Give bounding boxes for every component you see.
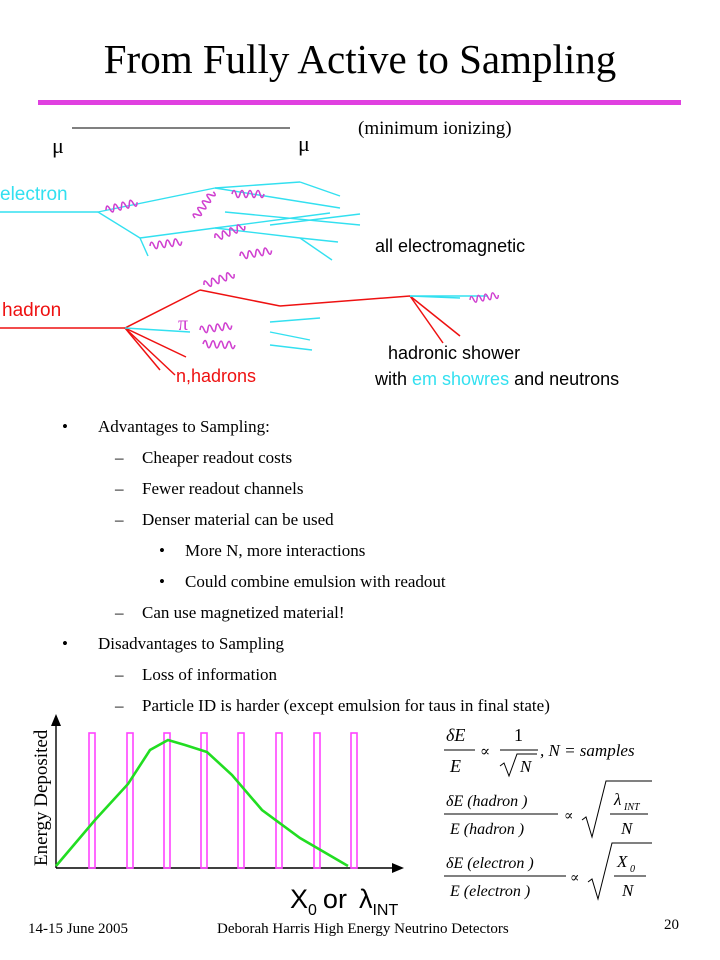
f3-x: X [616,852,628,871]
f2-lambda: λ [613,790,621,809]
bullet-disadvantages: • Disadvantages to Sampling [62,633,285,655]
all-electromagnetic-label: all electromagnetic [375,236,525,256]
formula-hadron: δE (hadron ) E (hadron ) ∝ λ INT N [444,780,652,839]
bullet-loss: –Loss of information [115,664,278,686]
formula-sampling: δE E ∝ 1 N , N = samples [444,725,635,778]
f1-n: N [519,757,533,776]
muon-right-label: μ [298,131,310,156]
bullet-dash: – [115,479,124,498]
f2-n: N [620,819,634,838]
sampling-bar [237,732,245,869]
bullet-dot: • [62,634,68,653]
f3-numerator: δE (electron ) [446,855,534,872]
formula-electron: δE (electron ) E (electron ) ∝ X 0 N [444,842,652,901]
bullet-denser: –Denser material can be used [115,509,334,531]
sampling-bar [350,732,358,869]
bullet-text: Advantages to Sampling: [98,417,270,436]
minimum-ionizing-label: (minimum ionizing) [358,118,512,139]
f1-samples: , N = samples [540,741,635,760]
with-em-line: with em showres and neutrons [374,369,619,389]
with-text: with [374,369,407,389]
bullet-text: Loss of information [142,665,278,684]
bullet-text: Particle ID is harder (except emulsion f… [142,696,550,715]
sampling-bar [200,732,208,869]
y-axis-label: Energy Deposited [31,729,52,866]
f1-denominator: E [449,756,461,776]
hadron-label: hadron [2,300,61,321]
sampling-bar [275,732,283,869]
bullet-magnetized: –Can use magnetized material! [115,602,345,624]
bullet-dash: – [115,510,124,529]
lambda-symbol: λ [359,884,373,914]
bullet-dash: – [115,696,124,715]
sampling-bar [163,732,171,869]
y-axis-arrow [51,714,61,726]
bullet-could-combine: • Could combine emulsion with readout [159,571,446,593]
f3-n: N [621,881,635,900]
resolution-formulas: δE E ∝ 1 N , N = samples δE (hadron ) E … [444,725,652,901]
bullet-dot: • [159,541,165,560]
bullet-text: Denser material can be used [142,510,334,529]
f1-proportional: ∝ [480,744,490,760]
or-text: or [323,884,347,914]
hadron-em-tracks [124,295,488,351]
hadronic-shower-label: hadronic shower [388,343,520,363]
bullet-particle-id: –Particle ID is harder (except emulsion … [115,695,550,717]
sampling-bar [88,732,96,869]
f2-lambda-sub: INT [623,802,641,813]
em-photon-waves [104,188,273,261]
hadron-tracks [0,289,461,376]
em-showres-text: em showres [412,369,509,389]
bullet-text: More N, more interactions [185,541,366,560]
hadron-em-waves [198,269,500,350]
bullet-advantages: • Advantages to Sampling: [62,416,270,438]
f2-numerator: δE (hadron ) [446,793,528,810]
bullet-fewer: –Fewer readout channels [115,478,304,500]
footer-date: 14-15 June 2005 [28,921,128,937]
bullet-dash: – [115,603,124,622]
sampling-bar [313,732,321,869]
title-underline [38,100,681,105]
f2-proportional: ∝ [564,809,573,824]
f3-denominator: E (electron ) [449,883,530,900]
f3-proportional: ∝ [570,871,579,886]
sampling-bars [88,732,358,869]
n-hadrons-label: n,hadrons [176,366,256,386]
f1-numerator: δE [446,725,465,745]
lambda-subscript: INT [372,902,398,919]
x0-symbol: X [290,884,308,914]
pi-label: π [178,313,188,335]
f2-denominator: E (hadron ) [449,821,524,838]
bullet-cheaper: –Cheaper readout costs [115,447,293,469]
bullet-dash: – [115,448,124,467]
sampling-bar [126,732,134,869]
f3-x-sub: 0 [630,864,635,875]
muon-left-label: μ [52,133,64,158]
bullet-more-n: • More N, more interactions [159,540,366,562]
bullet-text: Disadvantages to Sampling [98,634,285,653]
bullet-dash: – [115,665,124,684]
x-axis-arrow [392,863,404,873]
bullet-dot: • [62,417,68,436]
bullet-dot: • [159,572,165,591]
bullet-text: Could combine emulsion with readout [185,572,446,591]
and-neutrons-text: and neutrons [514,369,619,389]
shower-diagram: μ μ (minimum ionizing) electron all elec… [0,118,619,389]
f1-one: 1 [514,725,523,745]
slide-title: From Fully Active to Sampling [103,36,617,82]
bullet-text: Cheaper readout costs [142,448,293,467]
electron-label: electron [0,184,68,205]
x0-subscript: 0 [308,902,317,919]
footer-author: Deborah Harris High Energy Neutrino Dete… [217,921,509,937]
bullet-text: Can use magnetized material! [142,603,345,622]
energy-curve [55,738,349,868]
bullet-text: Fewer readout channels [142,479,304,498]
page-number: 20 [664,917,679,933]
